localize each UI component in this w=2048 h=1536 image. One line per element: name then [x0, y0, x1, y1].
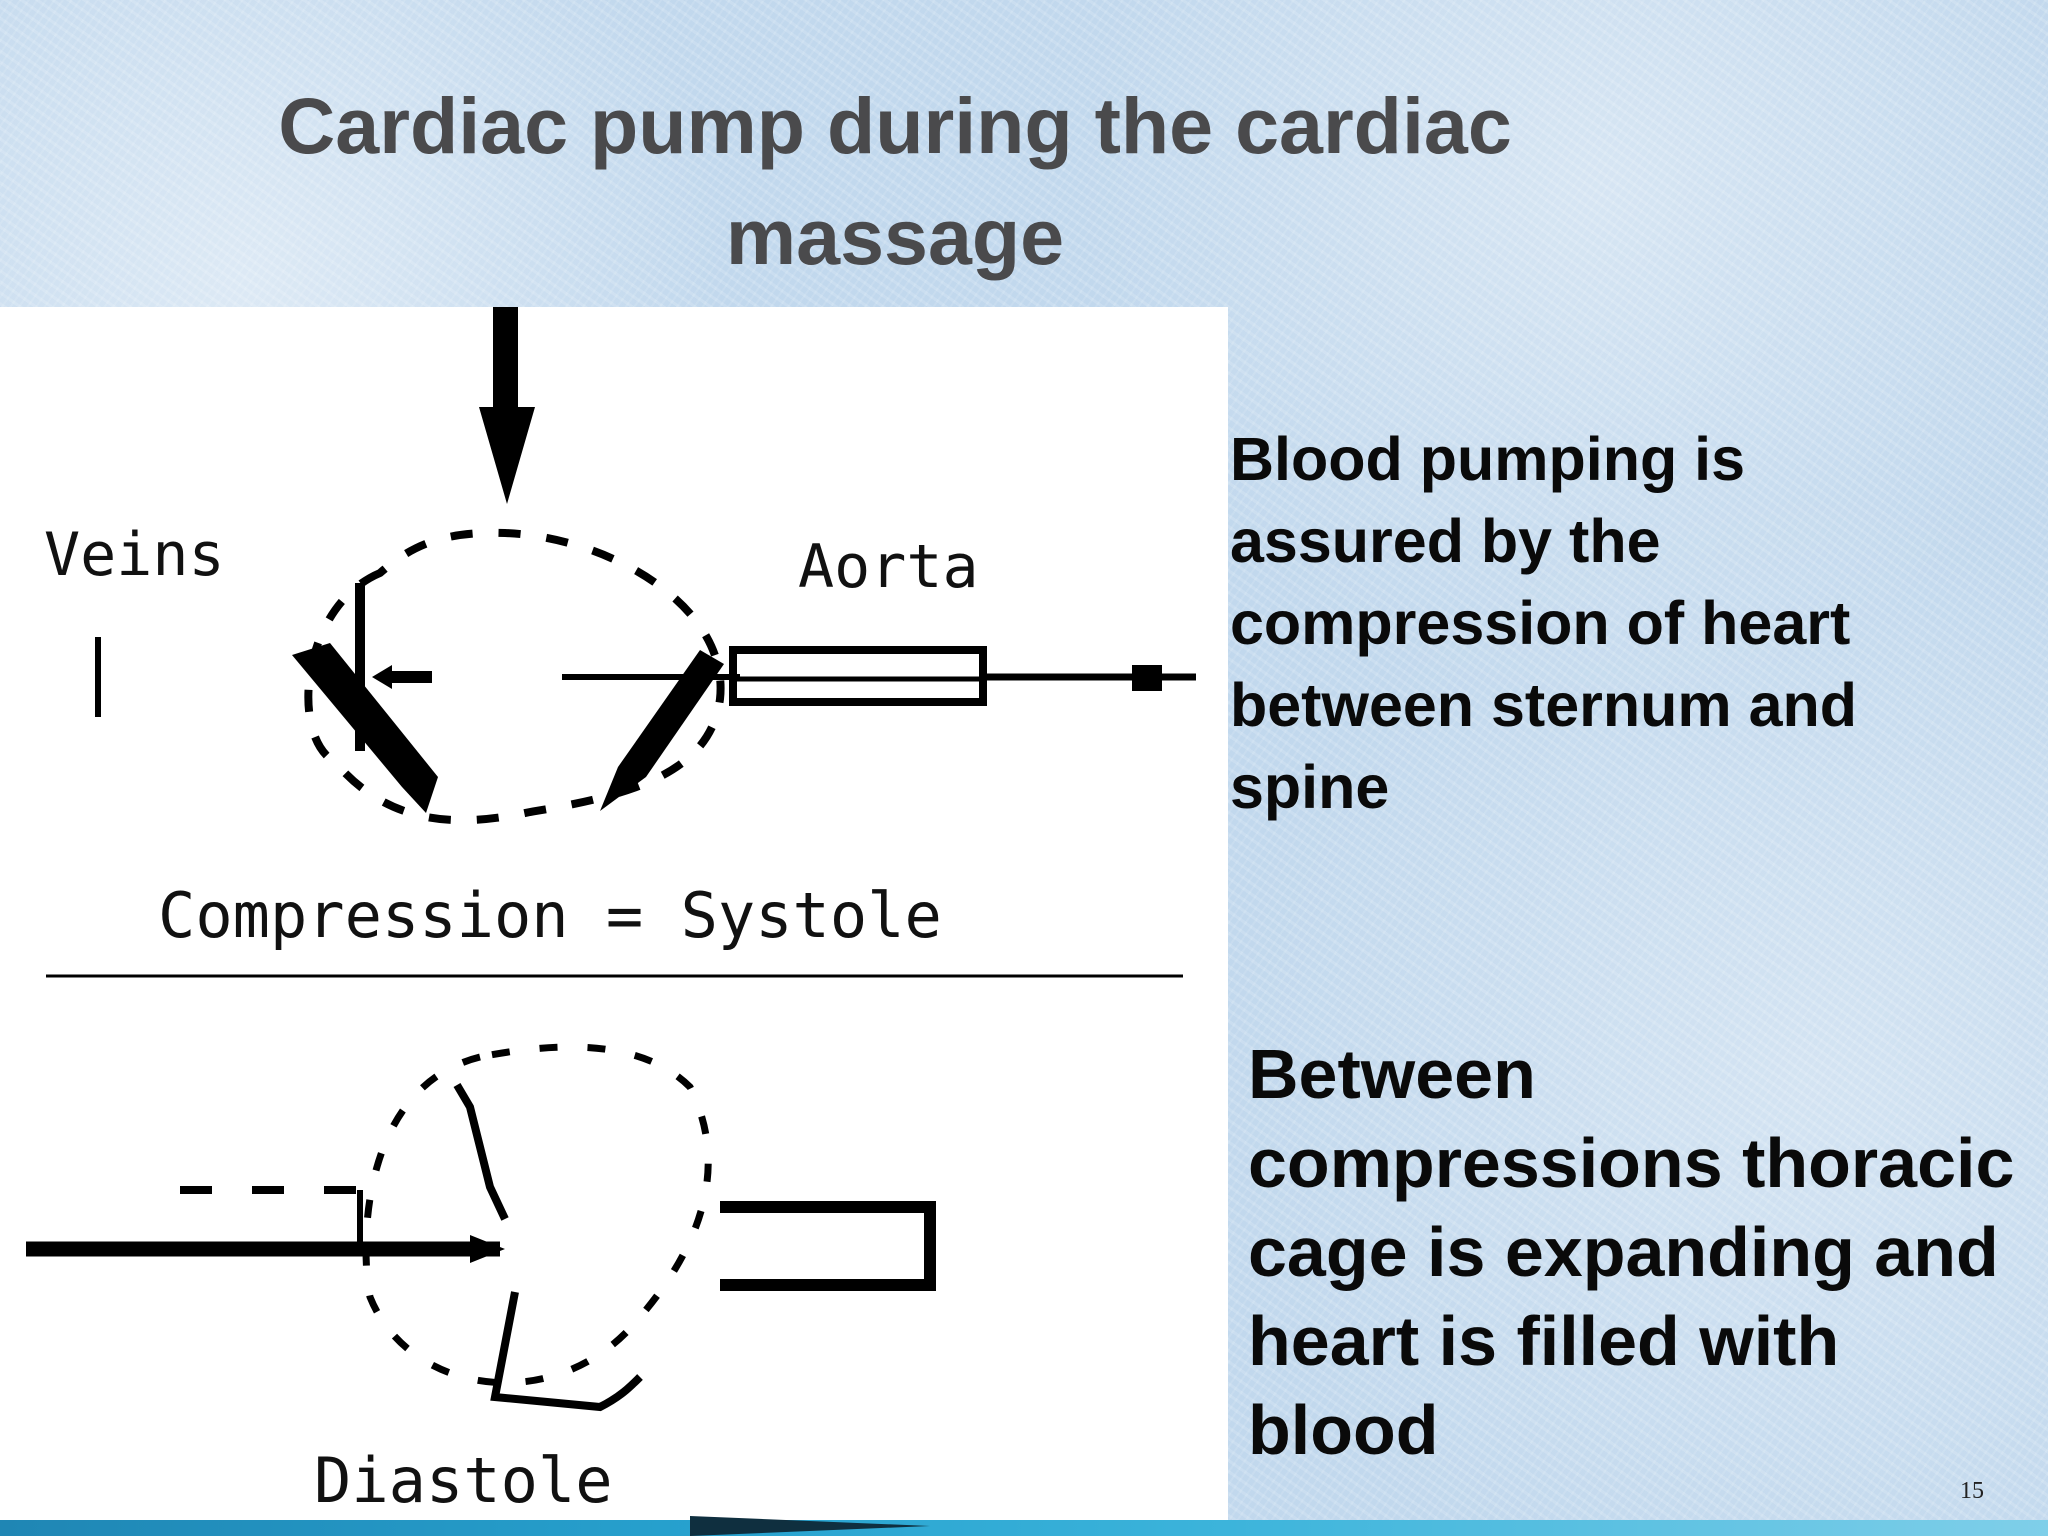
- aorta-label: Aorta: [798, 532, 979, 602]
- relaxation-explanation: Between compressions thoracic cage is ex…: [1248, 1035, 2015, 1469]
- slide-title: Cardiac pump during the cardiac massage: [278, 81, 1512, 281]
- compression-arrow-right: [600, 650, 724, 811]
- diastole-valve-upper: [453, 1082, 509, 1221]
- diastole-heart-outline: [362, 1043, 712, 1387]
- systole-heart-outline: [304, 528, 725, 825]
- inflow-arrow-head: [470, 1235, 505, 1263]
- aorta-tube: [729, 646, 1196, 706]
- compression-arrow-center: [479, 307, 535, 504]
- veins-label: Veins: [44, 520, 225, 590]
- systole-label: Compression = Systole: [158, 879, 942, 952]
- diastole-heart: [26, 1043, 936, 1412]
- systole-backflow-arrow: [372, 665, 432, 689]
- systole-heart: [304, 528, 740, 825]
- page-number: 15: [1960, 1478, 1984, 1504]
- heart-diagram-drawing: Veins Aorta Compression = Systole Diasto…: [26, 307, 1196, 1517]
- outflow-arrow-head: [1132, 665, 1162, 691]
- footer-chevron: [690, 1516, 930, 1536]
- compression-explanation: Blood pumping is assured by the compress…: [1230, 425, 1858, 821]
- diastole-aorta-tube: [720, 1201, 936, 1291]
- cardiac-pump-diagram: Veins Aorta Compression = Systole Diasto…: [0, 307, 1228, 1520]
- diastole-valve-lower: [490, 1291, 643, 1412]
- aorta-outer: [729, 646, 987, 706]
- diastole-label: Diastole: [314, 1444, 613, 1517]
- footer-band: [0, 1520, 2048, 1536]
